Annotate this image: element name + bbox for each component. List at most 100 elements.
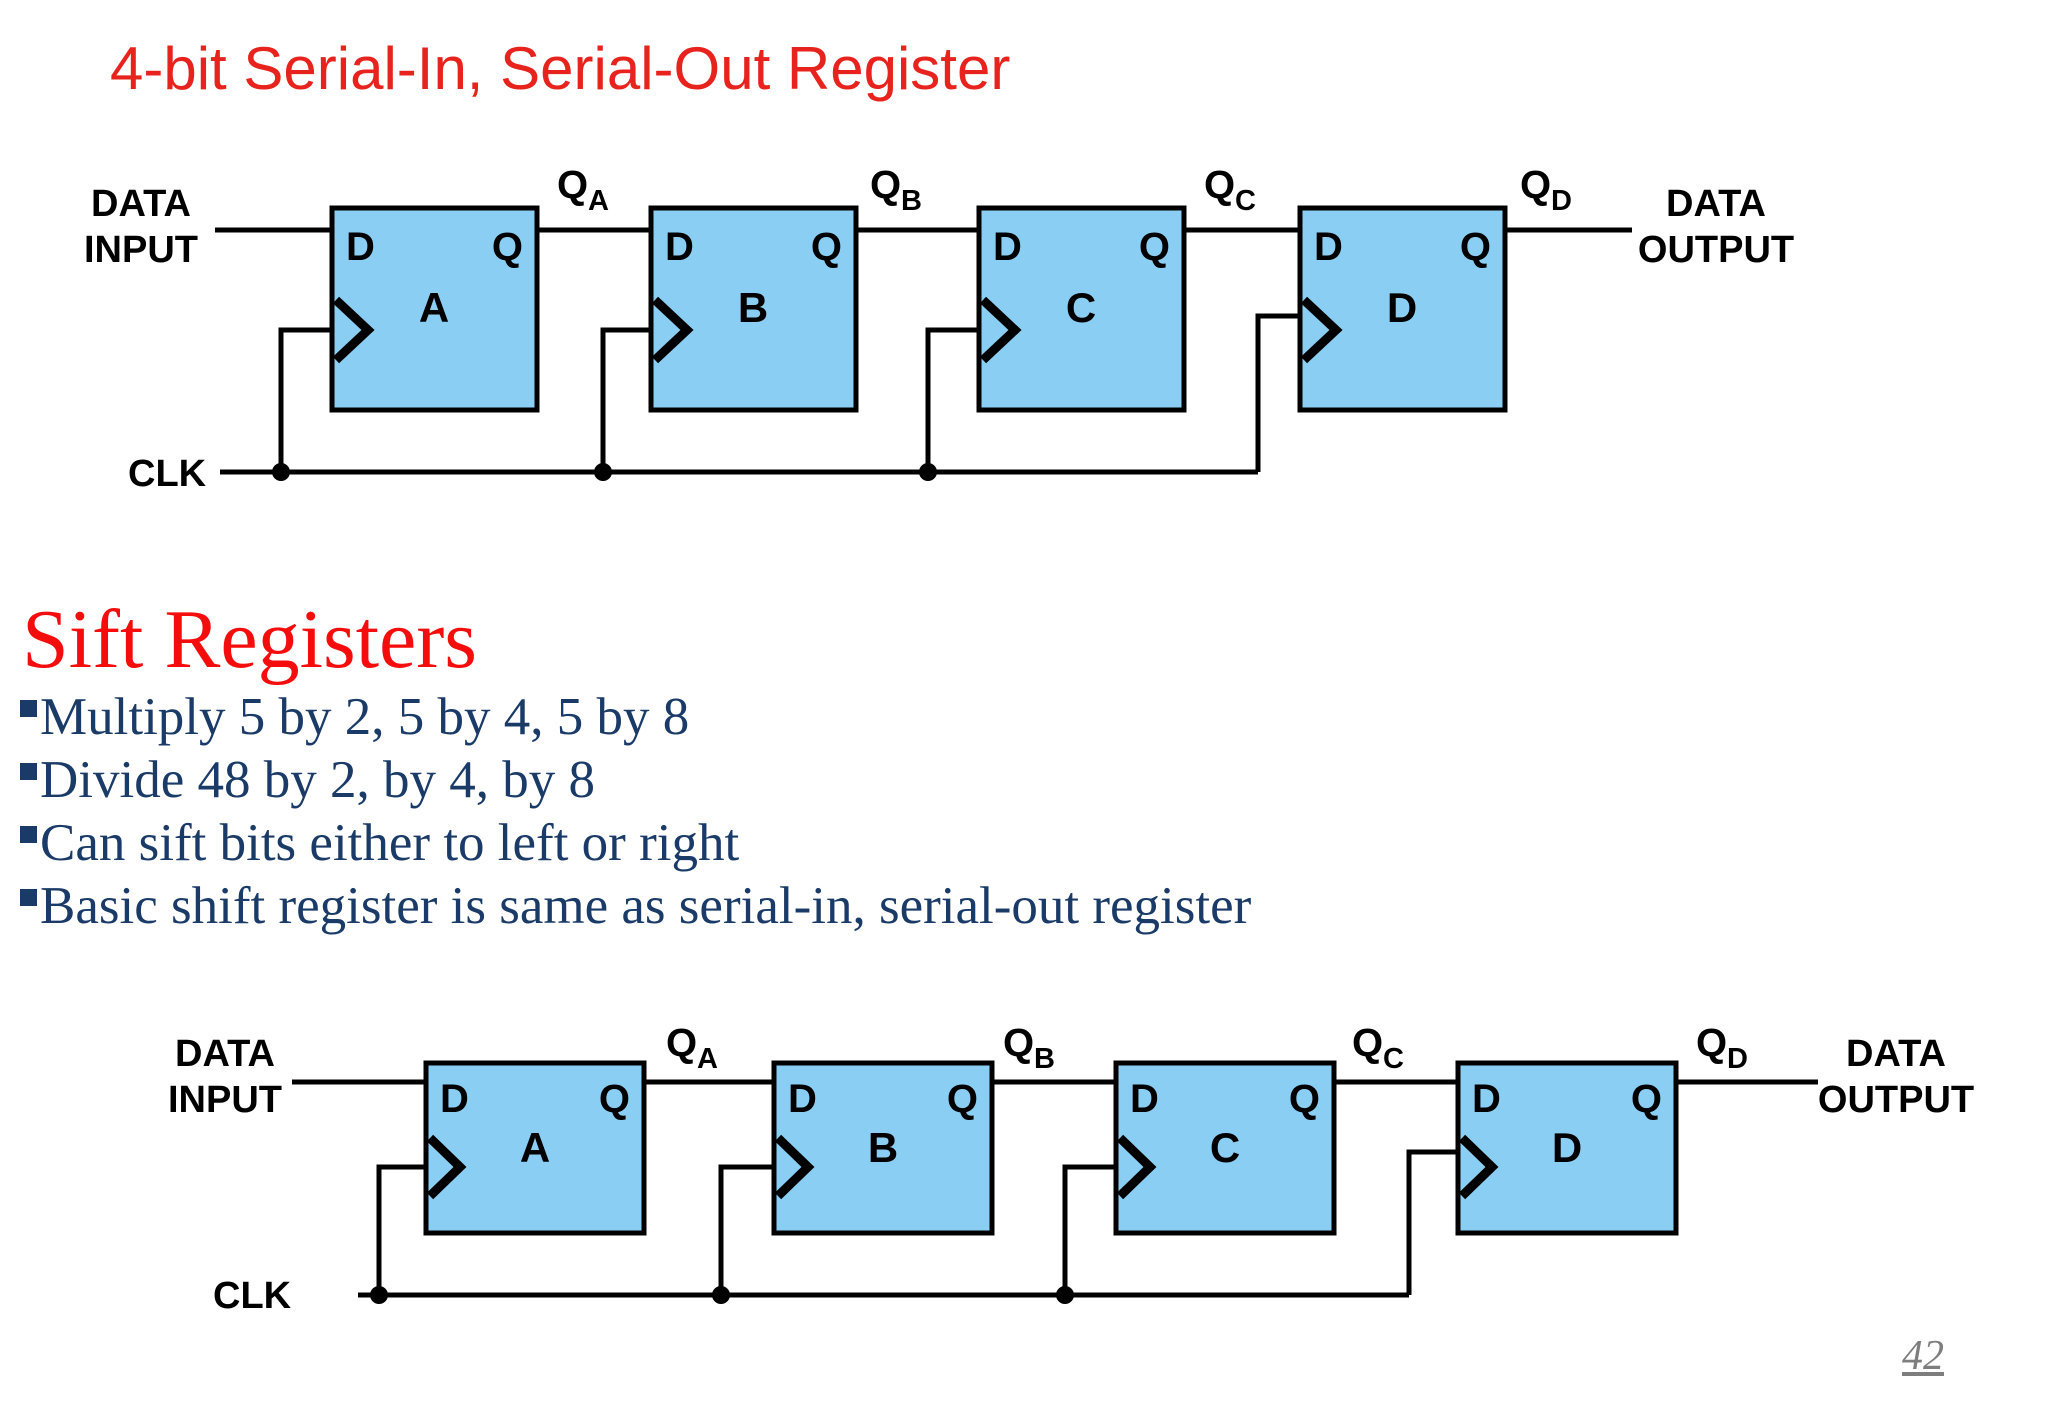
top-clock-junction-dot-b xyxy=(594,463,612,481)
bullet-square-icon xyxy=(20,889,37,906)
top-qa-base: Q xyxy=(557,163,588,207)
top-flipflop-d: D Q D xyxy=(1297,205,1508,413)
top-flipflop-d-q-pin-label: Q xyxy=(1460,225,1491,269)
top-flipflop-c: D Q C xyxy=(976,205,1187,413)
bottom-clock-junction-dot-a xyxy=(370,1286,388,1304)
top-qa-output-label: Q A xyxy=(557,163,609,217)
bottom-qb-output-label: Q B xyxy=(1003,1021,1055,1075)
section-heading: Sift Registers xyxy=(22,593,477,686)
top-flipflop-d-d-pin-label: D xyxy=(1314,225,1343,269)
bottom-clock-branch-d xyxy=(1406,1149,1458,1295)
bottom-data-output-label-line2: OUTPUT xyxy=(1818,1079,1974,1121)
bottom-flipflop-c-q-pin-label: Q xyxy=(1289,1077,1320,1121)
bottom-qa-output-label: Q A xyxy=(666,1021,718,1075)
bottom-flipflop-c-clock-chevron-icon xyxy=(1116,1134,1157,1200)
top-clock-branch-b xyxy=(600,327,651,472)
bottom-qc-output-label: Q C xyxy=(1352,1021,1404,1075)
bottom-clk-label: CLK xyxy=(213,1275,292,1317)
bottom-flipflop-a: D Q A xyxy=(423,1060,647,1236)
bottom-data-output-label-line1: DATA xyxy=(1846,1033,1946,1075)
bottom-qa-sub: A xyxy=(697,1043,718,1075)
bottom-flipflop-b-q-pin-label: Q xyxy=(947,1077,978,1121)
bottom-flipflop-b-d-pin-label: D xyxy=(788,1077,817,1121)
bottom-clock-branch-b xyxy=(718,1164,774,1295)
top-flipflop-a-clock-chevron-icon xyxy=(332,296,375,364)
bottom-flipflop-a-box xyxy=(423,1060,647,1236)
top-clock-branch-d xyxy=(1255,313,1300,472)
bottom-flipflop-c: D Q C xyxy=(1113,1060,1337,1236)
bullet-item-3: Can sift bits either to left or right xyxy=(20,812,1251,875)
bullet-text-4: Basic shift register is same as serial-i… xyxy=(40,877,1252,935)
top-qd-output-label: Q D xyxy=(1520,163,1572,217)
top-qb-sub: B xyxy=(901,185,922,217)
top-clock-branch-a xyxy=(278,327,332,472)
top-qc-base: Q xyxy=(1204,163,1235,207)
top-qb-output-label: Q B xyxy=(870,163,922,217)
bullet-square-icon xyxy=(20,700,37,717)
bottom-clock-branch-a xyxy=(376,1164,426,1295)
bottom-flipflop-b-box xyxy=(771,1060,995,1236)
top-clk-label: CLK xyxy=(128,453,207,495)
bottom-flipflop-c-box xyxy=(1113,1060,1337,1236)
top-flipflop-b-clock-chevron-icon xyxy=(651,296,694,364)
top-flipflop-c-q-pin-label: Q xyxy=(1139,225,1170,269)
bullet-text-2: Divide 48 by 2, by 4, by 8 xyxy=(40,751,595,809)
bottom-flipflop-b-name-label: B xyxy=(868,1124,898,1171)
top-flipflop-b-name-label: B xyxy=(738,284,768,331)
top-qc-sub: C xyxy=(1235,185,1256,217)
top-flipflop-b-box xyxy=(648,205,859,413)
top-clock-junction-dot-c xyxy=(919,463,937,481)
bottom-flipflop-d-box xyxy=(1455,1060,1679,1236)
bottom-flipflop-a-name-label: A xyxy=(520,1124,550,1171)
bottom-qc-base: Q xyxy=(1352,1021,1383,1065)
bottom-qd-sub: D xyxy=(1727,1043,1748,1075)
bullet-item-4: Basic shift register is same as serial-i… xyxy=(20,875,1251,938)
top-diagram: DATA INPUT D Q A Q A D Q B Q B xyxy=(84,163,1794,495)
top-flipflop-c-d-pin-label: D xyxy=(993,225,1022,269)
top-flipflop-b-q-pin-label: Q xyxy=(811,225,842,269)
top-flipflop-a-q-pin-label: Q xyxy=(492,225,523,269)
bottom-flipflop-b-clock-chevron-icon xyxy=(774,1134,815,1200)
top-flipflop-a-d-pin-label: D xyxy=(346,225,375,269)
top-qd-base: Q xyxy=(1520,163,1551,207)
top-flipflop-b: D Q B xyxy=(648,205,859,413)
bottom-flipflop-d: D Q D xyxy=(1455,1060,1679,1236)
top-data-output-label-line1: DATA xyxy=(1666,183,1766,225)
bottom-flipflop-d-q-pin-label: Q xyxy=(1631,1077,1662,1121)
bottom-clock-junction-dot-c xyxy=(1056,1286,1074,1304)
top-flipflop-a: D Q A xyxy=(329,205,540,413)
top-qa-sub: A xyxy=(588,185,609,217)
bottom-flipflop-b: D Q B xyxy=(771,1060,995,1236)
bottom-diagram: DATA INPUT D Q A Q A D Q B Q B xyxy=(168,1021,1974,1317)
top-flipflop-c-name-label: C xyxy=(1066,284,1096,331)
bottom-qd-base: Q xyxy=(1696,1021,1727,1065)
bullet-item-1: Multiply 5 by 2, 5 by 4, 5 by 8 xyxy=(20,686,1251,749)
bottom-flipflop-d-name-label: D xyxy=(1552,1124,1582,1171)
bullet-list: Multiply 5 by 2, 5 by 4, 5 by 8 Divide 4… xyxy=(20,686,1251,938)
top-data-output-label-line2: OUTPUT xyxy=(1638,229,1794,271)
bottom-qc-sub: C xyxy=(1383,1043,1404,1075)
top-data-input-label-line1: DATA xyxy=(91,183,191,225)
top-clock-branch-c xyxy=(925,327,979,472)
top-flipflop-c-box xyxy=(976,205,1187,413)
bottom-flipflop-a-q-pin-label: Q xyxy=(599,1077,630,1121)
top-data-input-label-line2: INPUT xyxy=(84,229,198,271)
bottom-flipflop-d-d-pin-label: D xyxy=(1472,1077,1501,1121)
top-flipflop-a-name-label: A xyxy=(419,284,449,331)
bottom-flipflop-c-name-label: C xyxy=(1210,1124,1240,1171)
bullet-text-1: Multiply 5 by 2, 5 by 4, 5 by 8 xyxy=(40,688,690,746)
bottom-flipflop-c-d-pin-label: D xyxy=(1130,1077,1159,1121)
top-flipflop-d-clock-chevron-icon xyxy=(1300,296,1343,364)
bottom-data-input-label-line2: INPUT xyxy=(168,1079,282,1121)
top-flipflop-a-box xyxy=(329,205,540,413)
bullet-square-icon xyxy=(20,763,37,780)
top-clock-junction-dot-a xyxy=(272,463,290,481)
top-qc-output-label: Q C xyxy=(1204,163,1256,217)
bottom-qb-sub: B xyxy=(1034,1043,1055,1075)
bullet-square-icon xyxy=(20,826,37,843)
bottom-qa-base: Q xyxy=(666,1021,697,1065)
bullet-item-2: Divide 48 by 2, by 4, by 8 xyxy=(20,749,1251,812)
slide-title: 4-bit Serial-In, Serial-Out Register xyxy=(110,35,1011,102)
bottom-flipflop-d-clock-chevron-icon xyxy=(1458,1134,1499,1200)
